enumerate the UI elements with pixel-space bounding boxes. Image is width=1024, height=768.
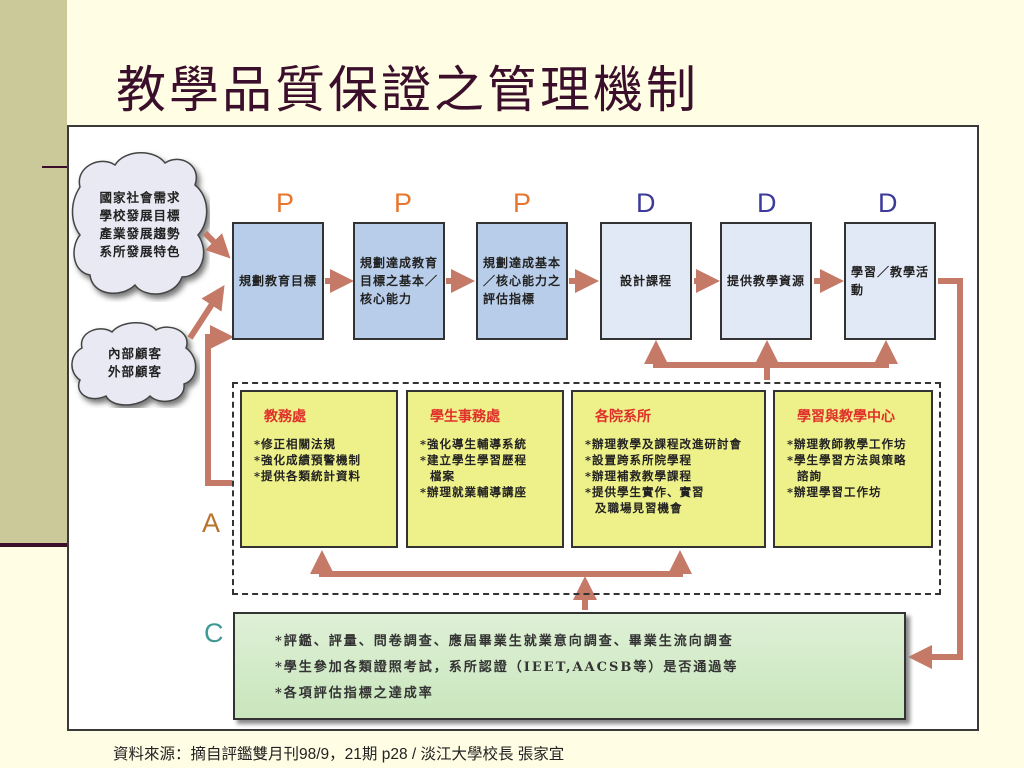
act-unit-student-affairs: 學生事務處 *強化導生輔導系統 *建立學生學習歷程 檔案 *辦理就業輔導講座: [406, 390, 564, 548]
unit-item: *辦理就業輔導講座: [420, 485, 528, 499]
do-box-curriculum-design: 設計課程: [600, 222, 692, 340]
unit-item: *辦理教學及課程改進研討會: [585, 437, 743, 451]
cloud-line: 系所發展特色: [99, 243, 181, 259]
plan-box-assessment-indicators: 規劃達成基本／核心能力之評估指標: [476, 222, 568, 340]
source-citation: 資料來源：摘自評鑑雙月刊98/9，21期 p28 / 淡江大學校長 張家宜: [113, 746, 565, 763]
unit-item: *設置跨系所院學程: [585, 453, 693, 467]
cloud-line: 內部顧客: [107, 346, 162, 361]
act-unit-academic-affairs: 教務處 *修正相關法規 *強化成績預警機制 *提供各類統計資料: [240, 390, 398, 548]
plan-box-core-competencies: 規劃達成教育目標之基本／核心能力: [353, 222, 445, 340]
check-box: *評鑑、評量、問卷調查、應屆畢業生就業意向調查、畢業生流向調查 *學生參加各類證…: [233, 612, 906, 720]
unit-item: *建立學生學習歷程 檔案: [420, 453, 528, 483]
plan-box-education-goals: 規劃教育目標: [232, 222, 324, 340]
phase-label-check: C: [204, 618, 224, 648]
slide-title: 教學品質保證之管理機制: [116, 61, 699, 119]
cloud-customers: 內部顧客 外部顧客: [70, 318, 200, 408]
phase-label-do: D: [757, 188, 777, 218]
cloud-external-needs: 國家社會需求 學校發展目標 產業發展趨勢 系所發展特色: [70, 147, 210, 302]
check-item: *各項評估指標之達成率: [275, 686, 434, 701]
slide-sidebar: [0, 0, 67, 545]
sidebar-divider: [0, 543, 67, 547]
unit-item: *提供各類統計資料: [254, 469, 362, 483]
unit-heading: 學生事務處: [430, 409, 500, 425]
cloud-line: 產業發展趨勢: [99, 225, 181, 241]
unit-heading: 各院系所: [595, 409, 651, 425]
act-unit-teaching-center: 學習與教學中心 *辦理教師教學工作坊 *學生學習方法與策略 諮詢 *辦理學習工作…: [773, 390, 933, 548]
unit-heading: 教務處: [264, 409, 306, 425]
phase-label-do: D: [878, 188, 898, 218]
act-unit-departments: 各院系所 *辦理教學及課程改進研討會 *設置跨系所院學程 *辦理補救教學課程 *…: [571, 390, 766, 548]
check-item: *評鑑、評量、問卷調查、應屆畢業生就業意向調查、畢業生流向調查: [275, 634, 734, 649]
check-item: *學生參加各類證照考試，系所認證（IEET,AACSB等）是否通過等: [275, 660, 739, 675]
phase-label-plan: P: [513, 188, 532, 218]
unit-item: *強化成績預警機制: [254, 453, 362, 467]
title-rule: [42, 166, 68, 168]
cloud-line: 國家社會需求: [99, 189, 181, 205]
phase-label-do: D: [636, 188, 656, 218]
do-box-learning-activities: 學習／教學活動: [844, 222, 936, 340]
phase-label-plan: P: [276, 188, 295, 218]
unit-heading: 學習與教學中心: [797, 409, 895, 425]
unit-item: *強化導生輔導系統: [420, 437, 528, 451]
phase-label-act: A: [202, 508, 221, 538]
do-box-teaching-resources: 提供教學資源: [720, 222, 812, 340]
phase-label-plan: P: [394, 188, 413, 218]
cloud-line: 外部顧客: [107, 364, 162, 379]
unit-item: *學生學習方法與策略 諮詢: [787, 453, 907, 483]
cloud-line: 學校發展目標: [99, 207, 181, 223]
unit-item: *辦理教師教學工作坊: [787, 437, 907, 451]
act-section-frame: [232, 382, 941, 595]
unit-item: *辦理學習工作坊: [787, 485, 882, 499]
unit-item: *修正相關法規: [254, 437, 337, 451]
unit-item: *辦理補救教學課程: [585, 469, 693, 483]
unit-item: *提供學生實作、實習 及職場見習機會: [585, 485, 705, 515]
